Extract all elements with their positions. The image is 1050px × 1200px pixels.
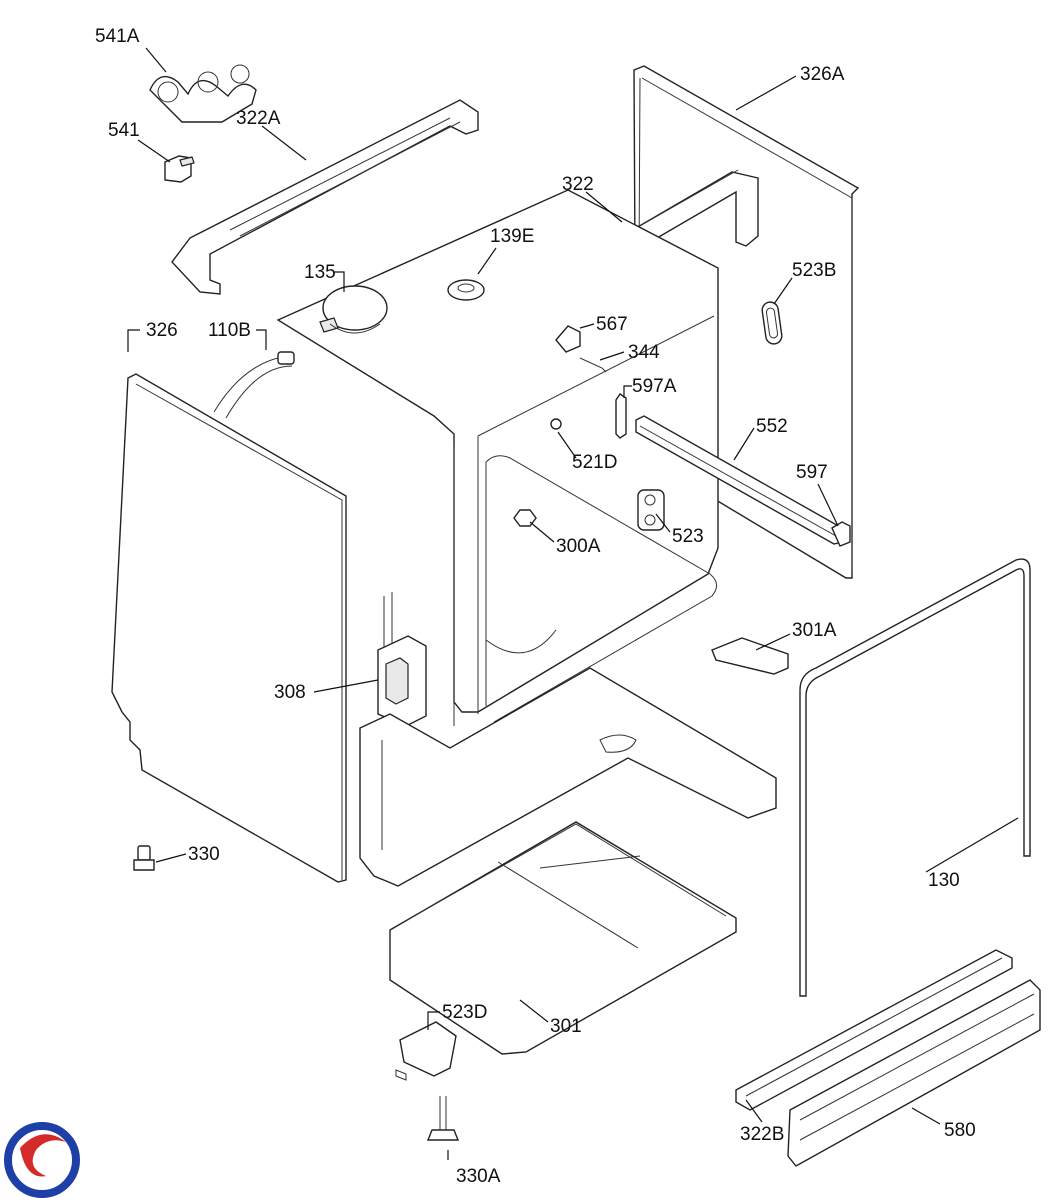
callout-labels: 541A 541 322A 322 326A 139E 135 523B 326… — [95, 26, 976, 1187]
callout-541A: 541A — [95, 26, 140, 47]
part-344-spring — [579, 357, 607, 373]
callout-523B: 523B — [792, 260, 836, 281]
part-tub-assembly — [276, 189, 719, 726]
part-135-dispenser — [319, 285, 388, 334]
part-580-toe-kick — [787, 979, 1041, 1167]
part-330A-leveling-foot — [426, 1096, 460, 1141]
callout-597A: 597A — [632, 376, 677, 397]
part-521D-grommet — [550, 418, 562, 430]
part-523B-slot — [761, 301, 783, 345]
callout-567: 567 — [596, 314, 628, 335]
callout-330: 330 — [188, 844, 220, 865]
callout-521D: 521D — [572, 452, 617, 473]
part-base-frame — [359, 667, 777, 887]
callout-552: 552 — [756, 416, 788, 437]
part-523D-bracket — [395, 1021, 457, 1081]
part-326-left-panel — [111, 373, 347, 883]
part-139E-knob — [447, 279, 485, 301]
callout-135: 135 — [304, 262, 336, 283]
part-322B-rail — [735, 949, 1013, 1111]
callout-541: 541 — [108, 120, 140, 141]
part-523-roller — [637, 489, 665, 531]
part-597-clip — [831, 521, 851, 547]
part-541-bracket — [164, 155, 195, 183]
part-110B-hose — [213, 351, 295, 419]
part-301A-foot — [711, 637, 789, 675]
callout-301: 301 — [550, 1016, 582, 1037]
callout-330A: 330A — [456, 1166, 501, 1187]
callout-308: 308 — [274, 682, 306, 703]
callout-523D: 523D — [442, 1002, 487, 1023]
callout-523: 523 — [672, 526, 704, 547]
callout-326A: 326A — [800, 64, 845, 85]
callout-110B: 110B — [208, 320, 251, 341]
callout-580: 580 — [944, 1120, 976, 1141]
callout-322A: 322A — [236, 108, 281, 129]
callout-344: 344 — [628, 342, 660, 363]
leader-lines — [127, 47, 1019, 1160]
part-541A-hose-clip — [149, 64, 257, 123]
part-597A-pin — [615, 393, 627, 439]
part-330-screw — [133, 845, 155, 871]
callout-139E: 139E — [490, 226, 534, 247]
part-308-hinge — [377, 592, 427, 727]
callout-322: 322 — [562, 174, 594, 195]
callout-326: 326 — [146, 320, 178, 341]
callout-130: 130 — [928, 870, 960, 891]
part-130-door-seal — [799, 558, 1031, 997]
callout-300A: 300A — [556, 536, 601, 557]
callout-301A: 301A — [792, 620, 837, 641]
callout-322B: 322B — [740, 1124, 784, 1145]
part-322A-top-rail — [171, 99, 479, 295]
part-567-clip — [555, 325, 581, 353]
callout-597: 597 — [796, 462, 828, 483]
brand-logo — [4, 1122, 80, 1198]
part-301-base-pan — [389, 821, 737, 1055]
